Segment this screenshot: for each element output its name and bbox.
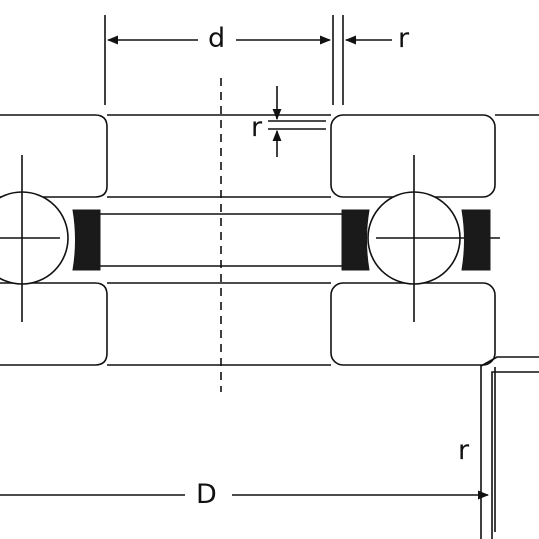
label-r-bottom-right: r — [458, 435, 470, 466]
label-r-chamfer: r — [251, 112, 263, 143]
lower-washer-left — [0, 282, 108, 366]
label-D: D — [196, 479, 217, 510]
dimension-d — [104, 15, 392, 105]
upper-washer-left — [0, 114, 108, 198]
housing-step-outer — [480, 356, 539, 539]
housing-lines — [480, 114, 539, 539]
cage-pockets — [72, 209, 491, 271]
cage-pocket-3 — [461, 209, 491, 271]
cage-pocket-2 — [341, 209, 370, 271]
lower-washer-right — [330, 282, 496, 366]
cage-pocket-1 — [72, 209, 101, 271]
label-r-top-right: r — [398, 23, 410, 54]
upper-washer-right — [330, 114, 496, 198]
cage-rails — [100, 213, 343, 267]
dimension-D — [0, 367, 496, 532]
housing-step-inner — [491, 371, 539, 539]
lower-washer — [0, 282, 496, 366]
upper-washer — [0, 114, 496, 198]
label-d: d — [208, 23, 225, 54]
dimension-r-chamfer — [268, 86, 326, 157]
